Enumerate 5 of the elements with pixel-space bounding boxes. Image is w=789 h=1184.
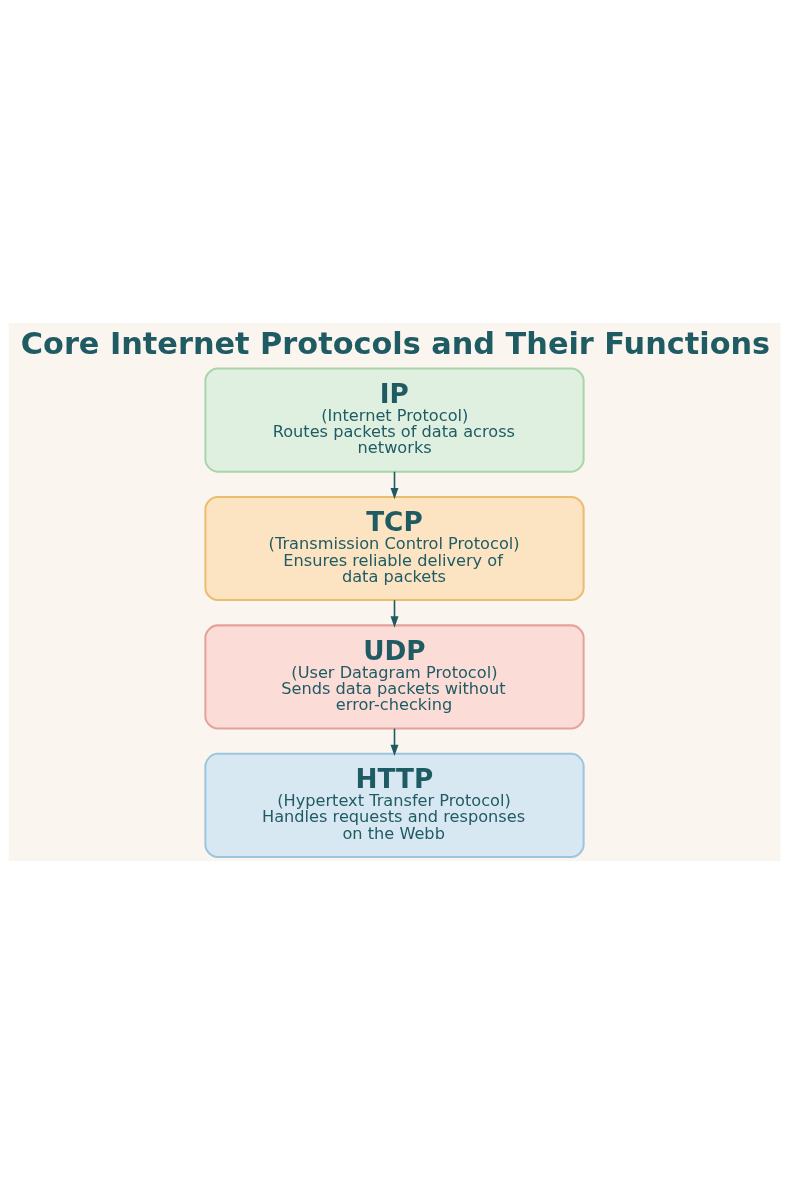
node-box: HTTP (Hypertext Transfer Protocol) Handles requests and responses on the Webb (204, 752, 585, 858)
diagram-title: Core Internet Protocols and Their Functions (20, 326, 771, 362)
node-box: TCP (Transmission Control Protocol) Ensures reliable delivery of data packets (204, 495, 585, 602)
node-box: UDP (User Datagram Protocol) Sends data packets without error-checking (204, 624, 585, 730)
node-box: IP (Internet Protocol) Routes packets of data across networks (204, 367, 585, 473)
